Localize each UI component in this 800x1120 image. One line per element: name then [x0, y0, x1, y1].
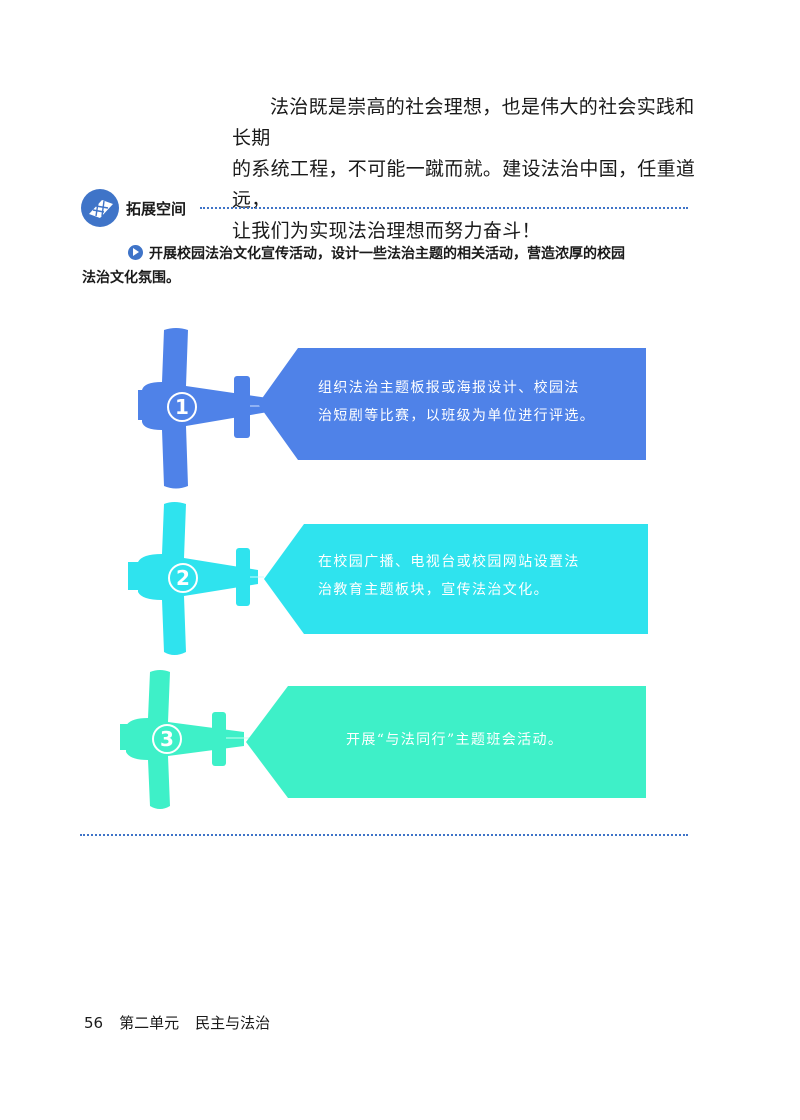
intro-line-3: 让我们为实现法治理想而努力奋斗！	[232, 220, 541, 242]
prompt-text-continued: 法治文化氛围。	[82, 270, 180, 286]
item-banner	[246, 686, 646, 798]
item-text: 开展“与法同行”主题班会活动。	[346, 726, 636, 754]
airplane-icon	[120, 670, 255, 809]
intro-paragraph: 法治既是崇高的社会理想，也是伟大的社会实践和长期 的系统工程，不可能一蹴而就。建…	[232, 92, 702, 247]
item-number-badge: 1	[167, 392, 197, 422]
arrow-bullet-icon	[128, 245, 143, 260]
dotted-divider-top	[200, 207, 688, 209]
section-grid-icon	[81, 189, 119, 227]
airplane-icon	[138, 328, 278, 489]
prompt-text: 开展校园法治文化宣传活动，设计一些法治主题的相关活动，营造浓厚的校园	[149, 246, 625, 262]
intro-line-2: 的系统工程，不可能一蹴而就。建设法治中国，任重道远，	[232, 158, 696, 211]
dotted-divider-bottom	[80, 834, 688, 836]
airplane-icon	[128, 502, 264, 655]
item-text-line-2: 治短剧等比赛，以班级为单位进行评选。	[318, 408, 596, 424]
activity-item-2: 2 在校园广播、电视台或校园网站设置法 治教育主题板块，宣传法治文化。	[0, 500, 800, 660]
activity-item-1: 1 组织法治主题板报或海报设计、校园法 治短剧等比赛，以班级为单位进行评选。	[0, 326, 800, 491]
item-text: 在校园广播、电视台或校园网站设置法 治教育主题板块，宣传法治文化。	[318, 548, 638, 604]
activity-item-3: 3 开展“与法同行”主题班会活动。	[0, 668, 800, 818]
item-text-line-1: 开展“与法同行”主题班会活动。	[346, 732, 564, 748]
item-number-badge: 2	[168, 563, 198, 593]
item-text-line-1: 在校园广播、电视台或校园网站设置法	[318, 554, 580, 570]
item-banner	[264, 524, 648, 634]
page-number: 56	[84, 1014, 104, 1032]
item-text-line-1: 组织法治主题板报或海报设计、校园法	[318, 380, 580, 396]
item-text-line-2: 治教育主题板块，宣传法治文化。	[318, 582, 549, 598]
unit-label: 第二单元	[119, 1014, 180, 1032]
activity-prompt: 开展校园法治文化宣传活动，设计一些法治主题的相关活动，营造浓厚的校园 法治文化氛…	[82, 242, 688, 290]
section-title: 拓展空间	[126, 200, 187, 218]
item-text: 组织法治主题板报或海报设计、校园法 治短剧等比赛，以班级为单位进行评选。	[318, 374, 638, 430]
intro-line-1: 法治既是崇高的社会理想，也是伟大的社会实践和长期	[232, 96, 695, 149]
unit-title: 民主与法治	[195, 1014, 271, 1032]
page-footer: 56 第二单元民主与法治	[84, 1012, 270, 1033]
item-banner	[258, 348, 646, 460]
item-number-badge: 3	[152, 724, 182, 754]
